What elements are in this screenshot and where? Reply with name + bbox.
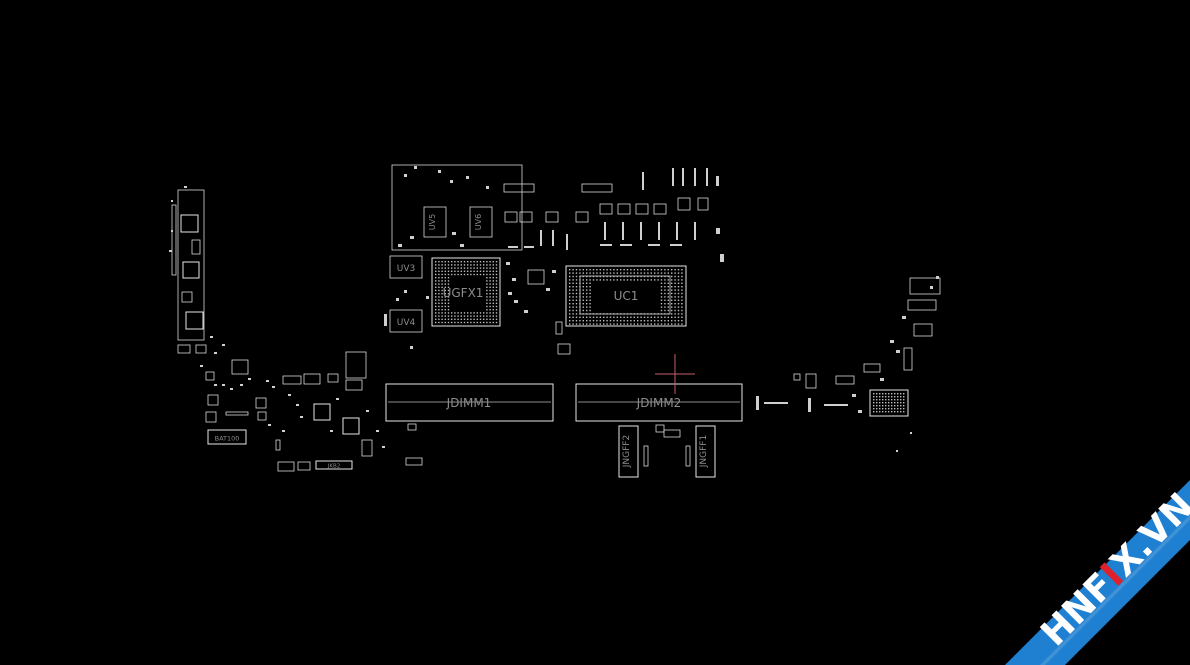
jkb-connector[interactable] (315, 460, 353, 470)
ic-left-5[interactable] (342, 417, 360, 435)
ic-left-2[interactable] (182, 261, 200, 279)
uc1-label: UC1 (614, 289, 639, 303)
bat100-connector[interactable] (207, 429, 247, 445)
uv6-chip[interactable] (469, 206, 493, 238)
uv4-chip[interactable] (389, 309, 423, 333)
jngff1-label: JNGFF1 (699, 435, 709, 468)
center-board-section: UV5 UV6 UV3 UV4 UGFX1 (384, 164, 724, 355)
uv4-label: UV4 (397, 318, 416, 328)
uc1-cpu[interactable] (565, 265, 687, 327)
jngff2-slot[interactable] (618, 425, 639, 478)
jdimm2-slot[interactable] (575, 383, 743, 422)
ic-left-4[interactable] (313, 403, 331, 421)
ugfx1-chip[interactable] (431, 257, 501, 327)
ngff-slots: JNGFF2 JNGFF1 (618, 424, 716, 478)
left-board-section: BAT100 JKB2 (169, 186, 423, 472)
jdimm2-label: JDIMM2 (636, 396, 682, 410)
ugfx1-label: UGFX1 (443, 286, 484, 300)
dimm-slots: JDIMM1 JDIMM2 (385, 383, 743, 422)
bat100-label: BAT100 (215, 435, 240, 443)
jdimm1-slot[interactable] (385, 383, 554, 422)
crosshair-cursor (655, 354, 695, 394)
jkb-label: JKB2 (327, 464, 341, 470)
right-chip[interactable] (869, 389, 909, 417)
ic-left-1[interactable] (180, 214, 199, 233)
right-board-section (756, 276, 941, 452)
jngff2-label: JNGFF2 (622, 435, 632, 468)
uv5-label: UV5 (428, 214, 437, 230)
uv3-chip[interactable] (389, 255, 423, 279)
uv6-label: UV6 (474, 214, 483, 230)
uv5-chip[interactable] (423, 206, 447, 238)
jdimm1-label: JDIMM1 (446, 396, 492, 410)
uv3-label: UV3 (397, 264, 415, 274)
ic-left-3[interactable] (185, 311, 204, 330)
jngff1-slot[interactable] (695, 425, 716, 478)
